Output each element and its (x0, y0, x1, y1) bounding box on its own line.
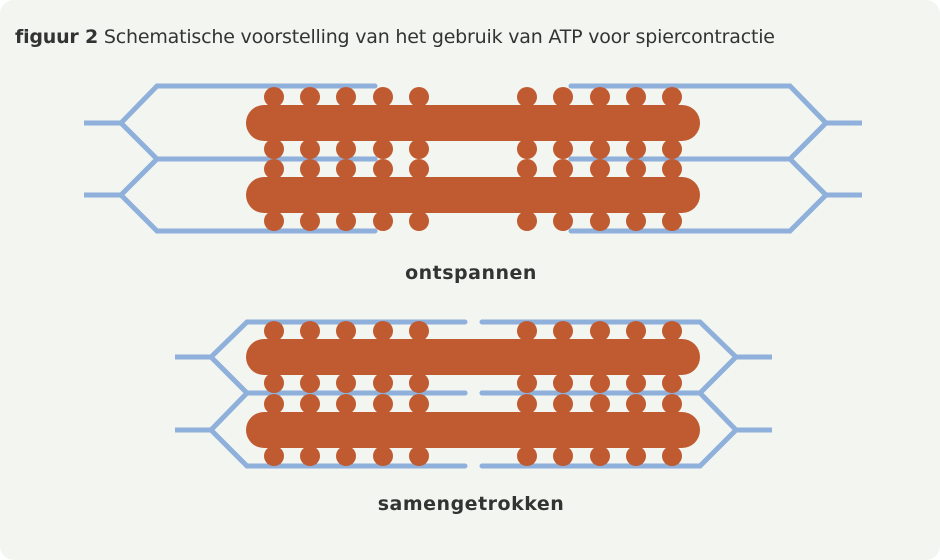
actin-left-lower (84, 156, 378, 234)
figure-caption: figuur 2 Schematische voorstelling van h… (15, 25, 775, 49)
myosin-contracted-upper (246, 321, 700, 393)
myosin-filament (246, 412, 700, 448)
actin-contracted-left-lower (175, 390, 468, 469)
label-relaxed: ontspannen (405, 262, 537, 284)
label-contracted: samengetrokken (377, 493, 565, 515)
figure-title: Schematische voorstelling van het gebrui… (103, 26, 775, 48)
myosin-filament (246, 105, 700, 141)
actin-contracted-right-lower (479, 390, 772, 469)
myosin-relaxed-upper (246, 87, 700, 159)
actin-right-lower (568, 156, 862, 234)
myosin-contracted-lower (246, 394, 700, 466)
myosin-filament (246, 339, 700, 375)
figure-number: figuur 2 (15, 26, 99, 48)
myosin-filament (246, 177, 700, 213)
myosin-relaxed-lower (246, 159, 700, 231)
